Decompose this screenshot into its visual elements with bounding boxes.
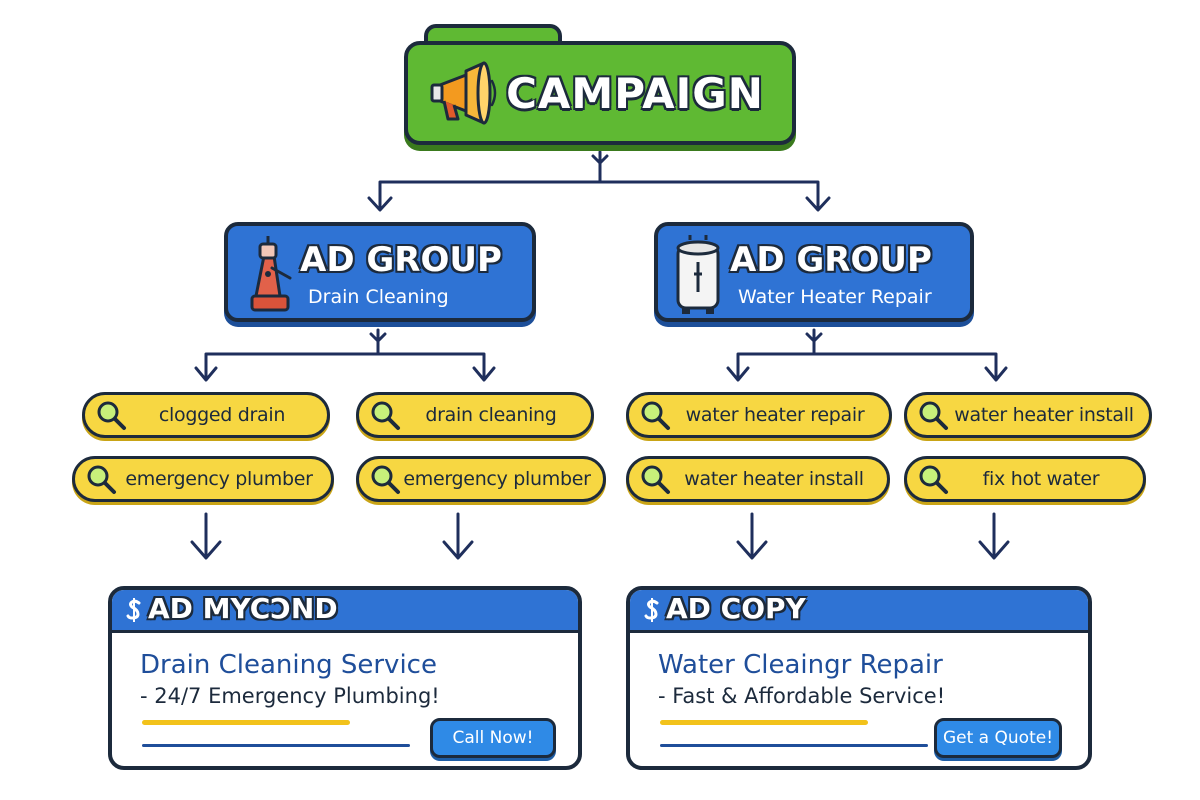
keyword-text: water heater install (684, 468, 864, 490)
ad-copy-card-water-heater: AD COPY Water Cleaingr Repair - Fast & A… (626, 586, 1092, 770)
keyword-text: drain cleaning (425, 404, 557, 426)
arrow-to-adgroup-left (367, 196, 393, 212)
arrow-to-adgroup-right (805, 196, 831, 212)
placeholder-line-yellow (660, 720, 868, 725)
adgroup-drain-cleaning[interactable]: AD GROUP Drain Cleaning (224, 222, 536, 322)
connector-adgroup-left-to-keywords (204, 328, 486, 380)
placeholder-line-yellow (142, 720, 350, 725)
ad-copy-header-text: AD MYCƆND (148, 592, 338, 625)
get-a-quote-button[interactable]: Get a Quote! (934, 718, 1062, 758)
ad-copy-header: AD COPY (630, 590, 1088, 633)
adgroup-title: AD GROUP (730, 240, 932, 280)
adgroup-subtitle: Water Heater Repair (738, 286, 932, 308)
ad-headline: Drain Cleaning Service (140, 650, 437, 680)
placeholder-line-blue (660, 744, 928, 747)
keyword-text: water heater repair (685, 404, 865, 426)
drain-pipe-icon (250, 236, 292, 312)
magnifier-icon (371, 465, 400, 494)
arrow-keywords-to-adcopy-3 (736, 512, 768, 560)
campaign-title: CAMPAIGN (506, 68, 764, 118)
adgroup-water-heater-repair[interactable]: AD GROUP Water Heater Repair (654, 222, 974, 322)
keyword-pill-clogged-drain[interactable]: clogged drain (82, 392, 330, 438)
ad-description: - Fast & Affordable Service! (658, 684, 946, 708)
adgroup-subtitle: Drain Cleaning (308, 286, 449, 308)
arrow-keywords-to-adcopy-1 (190, 512, 222, 560)
water-heater-icon (676, 235, 720, 314)
keyword-text: fix hot water (982, 468, 1100, 490)
adgroup-title: AD GROUP (300, 240, 502, 280)
ad-copy-header-text: AD COPY (666, 592, 806, 625)
keyword-pill-emergency-plumber[interactable]: emergency plumber (72, 456, 334, 502)
magnifier-icon (87, 465, 116, 494)
dollar-sign-icon (126, 598, 141, 622)
keyword-text: clogged drain (158, 404, 286, 426)
keyword-pill-drain-cleaning[interactable]: drain cleaning (356, 392, 594, 438)
magnifier-icon (371, 401, 400, 430)
connector-campaign-to-adgroups (378, 150, 820, 210)
magnifier-icon (97, 401, 126, 430)
campaign-node[interactable]: CAMPAIGN (404, 41, 796, 145)
magnifier-icon (919, 465, 948, 494)
connector-adgroup-right-to-keywords (736, 328, 998, 380)
ad-description: - 24/7 Emergency Plumbing! (140, 684, 440, 708)
magnifier-icon (919, 401, 948, 430)
magnifier-icon (641, 465, 670, 494)
dollar-sign-icon (644, 598, 659, 622)
keyword-pill-fix-hot-water[interactable]: fix hot water (904, 456, 1146, 502)
ad-copy-header: AD MYCƆND (112, 590, 578, 633)
keyword-pill-water-heater-install[interactable]: water heater install (626, 456, 890, 502)
arrow-keywords-to-adcopy-4 (978, 512, 1010, 560)
keyword-text: emergency plumber (125, 468, 313, 490)
ad-headline: Water Cleaingr Repair (658, 650, 943, 680)
call-now-button[interactable]: Call Now! (430, 718, 556, 758)
placeholder-line-blue (142, 744, 410, 747)
magnifier-icon (641, 401, 670, 430)
megaphone-icon (430, 61, 497, 125)
keyword-text: water heater install (954, 404, 1134, 426)
keyword-pill-water-heater-repair[interactable]: water heater repair (626, 392, 892, 438)
keyword-text: emergency plumber (403, 468, 591, 490)
arrow-keywords-to-adcopy-2 (442, 512, 474, 560)
ad-copy-card-drain-cleaning: AD MYCƆND Drain Cleaning Service - 24/7 … (108, 586, 582, 770)
keyword-pill-water-heater-install[interactable]: water heater install (904, 392, 1152, 438)
keyword-pill-emergency-plumber[interactable]: emergency plumber (356, 456, 606, 502)
